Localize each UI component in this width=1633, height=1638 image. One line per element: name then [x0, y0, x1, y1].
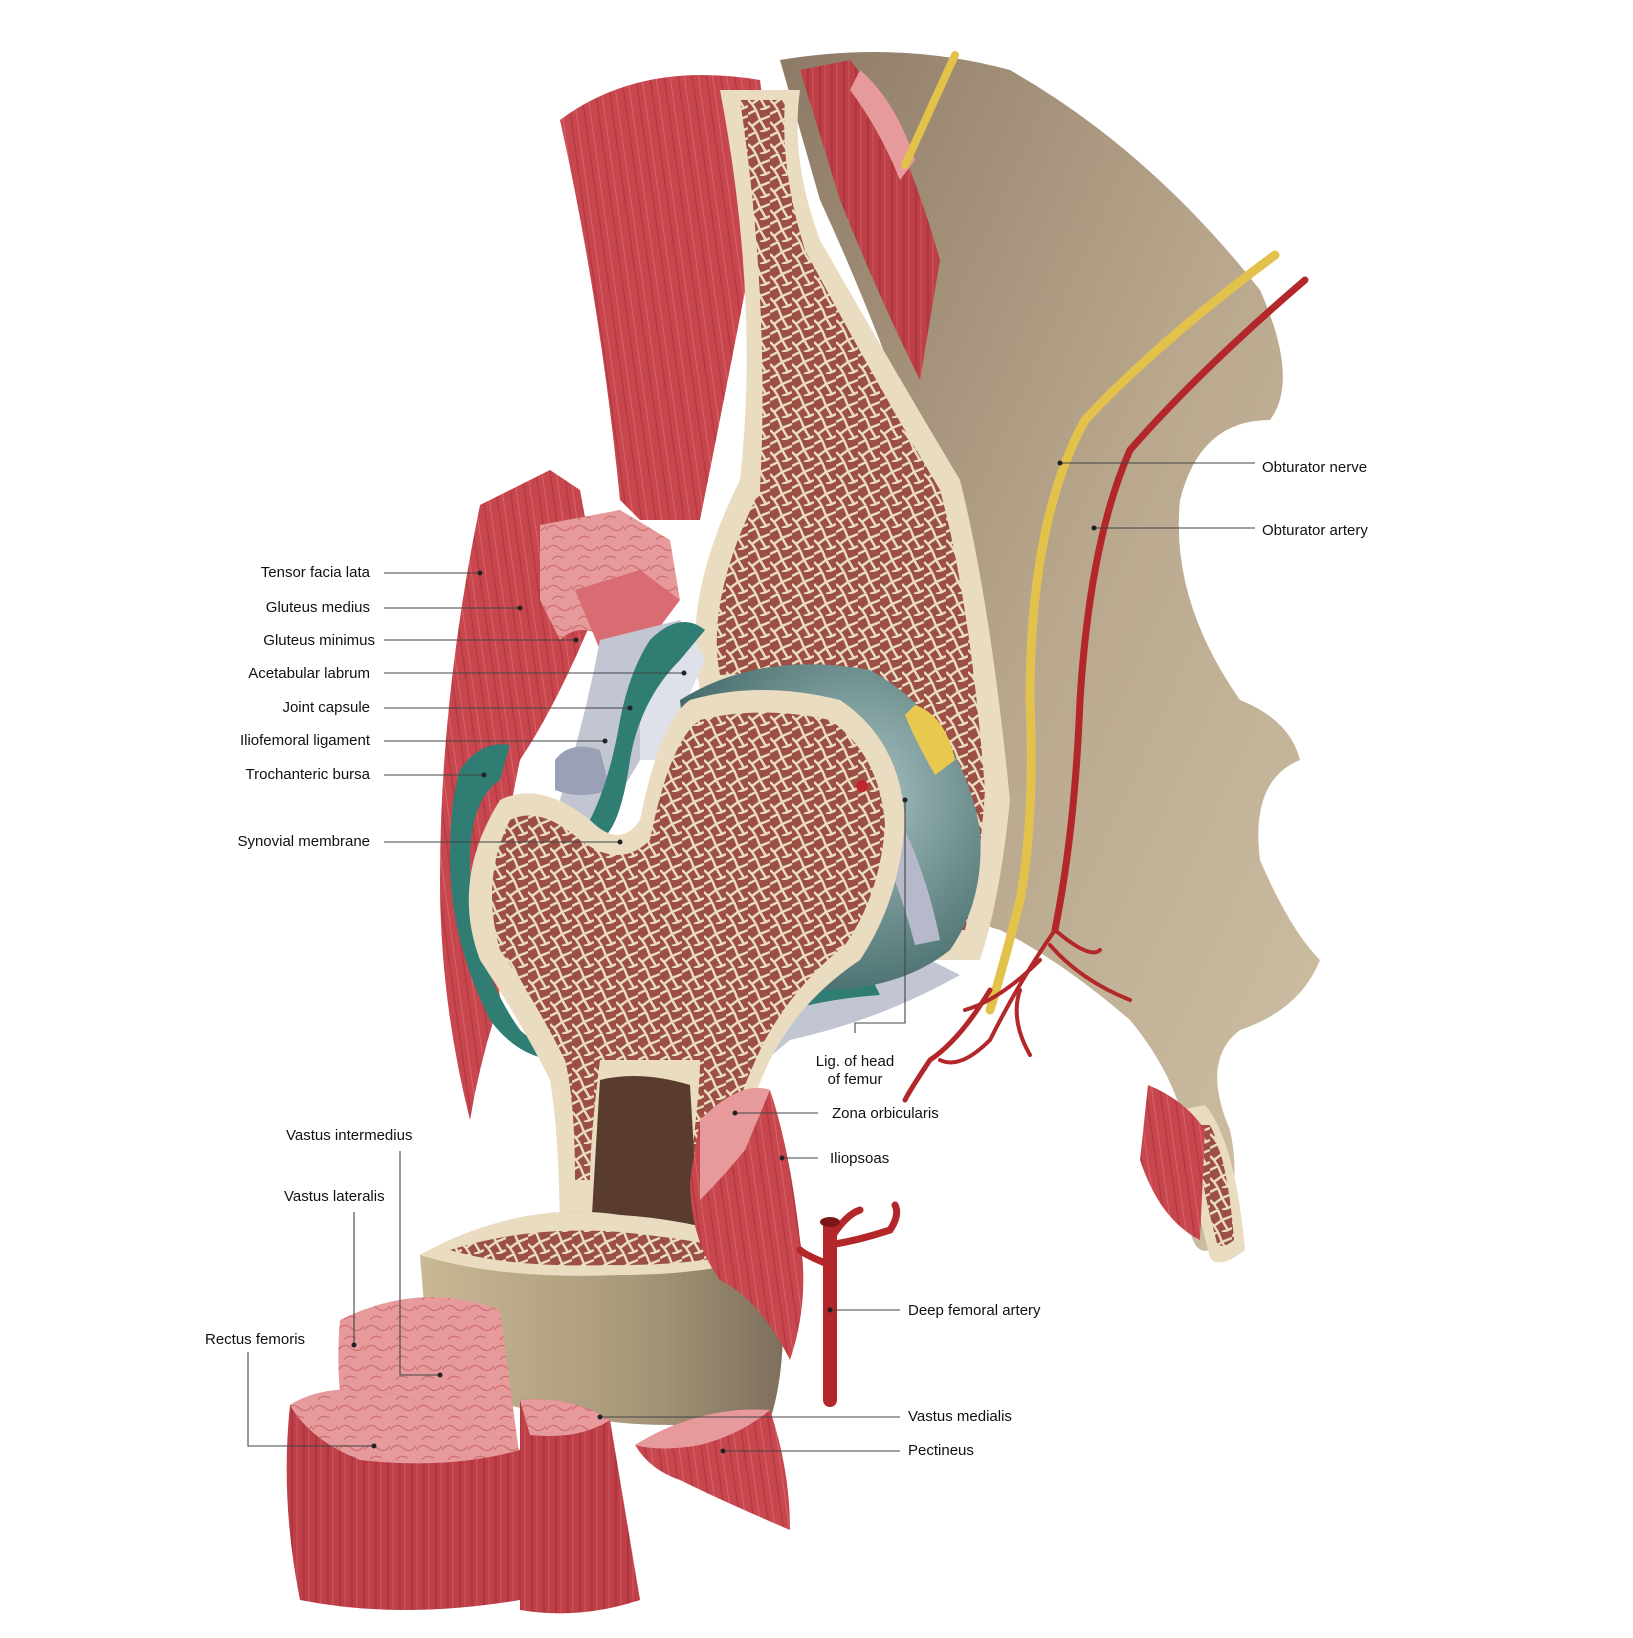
leader-dots: [351, 460, 1097, 1454]
dot-deep-femoral: [827, 1307, 833, 1313]
femur-shaft-top-marrow: [450, 1230, 745, 1266]
label-tensor-facia-lata: Tensor facia lata: [260, 564, 370, 581]
capsule-cut-block: [555, 746, 610, 795]
femur-spongy-bone: [492, 712, 885, 1180]
dot-vastus-lateralis: [351, 1342, 357, 1348]
synovial-membrane-medial: [590, 622, 705, 840]
iliopsoas-cut-face: [700, 1088, 770, 1200]
dot-joint-capsule: [627, 705, 633, 711]
leader-lig-head-femur: [854, 800, 906, 1033]
dot-obturator-artery: [1091, 525, 1097, 531]
dot-iliopsoas: [779, 1155, 785, 1161]
label-iliofemoral-ligament: Iliofemoral ligament: [239, 732, 370, 749]
label-gluteus-medius: Gluteus medius: [265, 599, 370, 616]
dot-obturator-nerve: [1057, 460, 1063, 466]
dot-iliofemoral: [602, 738, 608, 744]
red-dot-fovea: [856, 780, 869, 792]
dot-rectus-femoris: [371, 1443, 377, 1449]
label-pectineus: Pectineus: [908, 1442, 974, 1459]
label-obturator-artery: Obturator artery: [1262, 522, 1368, 539]
fat-pad: [905, 705, 955, 775]
dot-tensor: [477, 570, 483, 576]
label-vastus-lateralis: Vastus lateralis: [284, 1188, 385, 1205]
label-rectus-femoris: Rectus femoris: [205, 1331, 306, 1348]
label-acetabular-labrum: Acetabular labrum: [248, 665, 370, 682]
label-obturator-nerve: Obturator nerve: [1262, 459, 1368, 476]
dot-pectineus: [720, 1448, 726, 1454]
adductor-stump: [1140, 1085, 1205, 1240]
dot-vastus-medialis: [597, 1414, 603, 1420]
iliopsoas-upper: [800, 60, 940, 380]
pubic-bone-marrow: [1194, 1125, 1234, 1246]
label-lig-head-femur-line2: of femur: [827, 1071, 883, 1088]
label-joint-capsule: Joint capsule: [282, 699, 370, 716]
leader-vastus-intermedius: [399, 1151, 440, 1376]
deep-femoral-artery-branches: [796, 1201, 901, 1269]
obturator-nerve-upper: [901, 51, 959, 169]
dot-gluteus-minimus: [573, 637, 579, 643]
dot-gluteus-medius: [517, 605, 523, 611]
dot-zona: [732, 1110, 738, 1116]
vastus-medialis-top: [520, 1399, 610, 1436]
label-iliopsoas: Iliopsoas: [830, 1150, 890, 1167]
label-deep-femoral-artery: Deep femoral artery: [908, 1302, 1041, 1319]
dot-vastus-intermedius: [437, 1372, 443, 1378]
dot-trochanteric: [481, 772, 487, 778]
gluteus-muscle-upper: [560, 75, 770, 520]
obturator-nerve: [985, 250, 1280, 1015]
dot-synovial: [617, 839, 623, 845]
label-gluteus-minimus: Gluteus minimus: [263, 632, 375, 649]
label-vastus-intermedius: Vastus intermedius: [286, 1127, 413, 1144]
iliopsoas-tendon-strip: [850, 70, 915, 180]
pectineus-cut-face: [635, 1409, 770, 1449]
rectus-femoris-top: [290, 1389, 520, 1464]
dot-acetabular-labrum: [681, 670, 687, 676]
label-trochanteric-bursa: Trochanteric bursa: [245, 766, 371, 783]
leader-rectus-femoris: [247, 1352, 374, 1447]
obturator-artery: [1051, 276, 1309, 934]
artery-cut-end: [820, 1217, 840, 1227]
label-synovial-membrane: Synovial membrane: [237, 833, 370, 850]
leader-lines: [247, 462, 1255, 1452]
medullary-cavity: [590, 1076, 700, 1250]
dot-lig-head: [902, 797, 908, 803]
vastus-medialis-muscle: [520, 1399, 640, 1614]
label-vastus-medialis: Vastus medialis: [908, 1408, 1012, 1425]
label-lig-head-femur: Lig. of head of femur: [795, 1053, 915, 1089]
synovial-membrane-lateral: [450, 744, 560, 1060]
acetabular-artery-branch: [902, 987, 993, 1103]
obturator-artery-branches: [938, 928, 1132, 1065]
label-lig-head-femur-line1: Lig. of head: [815, 1053, 895, 1070]
label-zona-orbicularis: Zona orbicularis: [832, 1105, 939, 1122]
